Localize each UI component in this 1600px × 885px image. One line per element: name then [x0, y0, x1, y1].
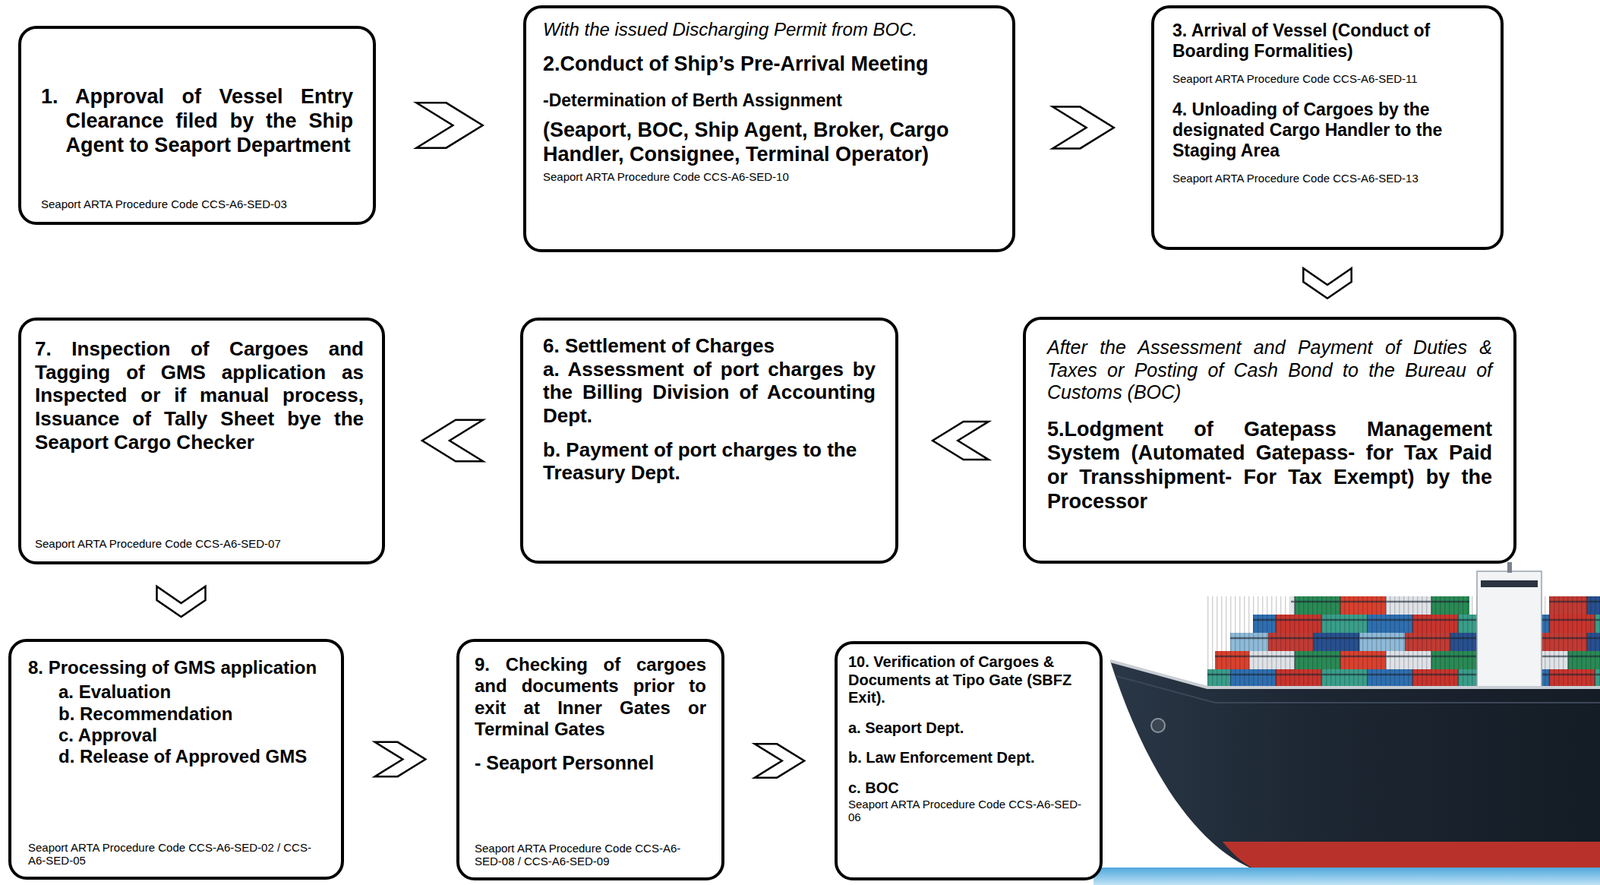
procedure-code: Seaport ARTA Procedure Code CCS-A6-SED-1…: [542, 170, 996, 184]
flow-chevron: [416, 102, 483, 148]
flow-chevron: [932, 421, 989, 460]
step-text: 10. Verification of Cargoes & Documents …: [848, 653, 1089, 707]
step-text: b. Payment of port charges to the Treasu…: [542, 438, 876, 485]
flow-chevron: [1052, 107, 1115, 149]
step-text: 9. Checking of cargoes and documents pri…: [474, 653, 707, 740]
process-box: 10. Verification of Cargoes & Documents …: [834, 640, 1103, 881]
step-text: c. Approval: [28, 724, 325, 746]
procedure-code: Seaport ARTA Procedure Code CCS-A6-SED-0…: [41, 197, 354, 212]
step-text: (Seaport, BOC, Ship Agent, Broker, Cargo…: [542, 118, 996, 168]
procedure-code: Seaport ARTA Procedure Code CCS-A6-SED-0…: [28, 840, 325, 868]
step-text: 3. Arrival of Vessel (Conduct of Boardin…: [1172, 20, 1483, 62]
procedure-code: Seaport ARTA Procedure Code CCS-A6-SED-0…: [34, 536, 364, 551]
step-text: 7. Inspection of Cargoes and Tagging of …: [34, 337, 364, 454]
condition-note: After the Assessment and Payment of Duti…: [1047, 336, 1493, 404]
process-box: 6. Settlement of Chargesa. Assessment of…: [520, 317, 899, 564]
step-text: 1. Approval of Vessel Entry Clearance fi…: [41, 85, 354, 158]
step-text: a. Seaport Dept.: [848, 719, 1089, 738]
flow-chevron: [422, 419, 483, 461]
step-text: 8. Processing of GMS application: [28, 656, 325, 679]
step-text: - Seaport Personnel: [474, 751, 707, 775]
procedure-code: Seaport ARTA Procedure Code CCS-A6-SED-0…: [474, 841, 707, 868]
process-box: 9. Checking of cargoes and documents pri…: [456, 638, 725, 881]
step-text: 4. Unloading of Cargoes by the designate…: [1172, 99, 1483, 161]
step-text: -Determination of Berth Assignment: [542, 90, 996, 111]
procedure-code: Seaport ARTA Procedure Code CCS-A6-SED-0…: [848, 797, 1089, 824]
process-box: 8. Processing of GMS applicationa. Evalu…: [8, 638, 344, 880]
step-text: 6. Settlement of Charges: [542, 334, 876, 358]
procedure-code: Seaport ARTA Procedure Code CCS-A6-SED-1…: [1172, 72, 1483, 86]
process-box: 1. Approval of Vessel Entry Clearance fi…: [18, 25, 376, 225]
step-text: d. Release of Approved GMS: [28, 745, 325, 767]
step-text: b. Recommendation: [28, 703, 325, 725]
step-text: c. BOC: [848, 779, 1089, 798]
process-box: With the issued Discharging Permit from …: [523, 5, 1016, 253]
condition-note: With the issued Discharging Permit from …: [542, 18, 996, 41]
procedure-code: Seaport ARTA Procedure Code CCS-A6-SED-1…: [1172, 171, 1483, 186]
step-text: b. Law Enforcement Dept.: [848, 748, 1089, 767]
process-box: 7. Inspection of Cargoes and Tagging of …: [18, 317, 386, 565]
step-text: 2.Conduct of Ship’s Pre-Arrival Meeting: [542, 52, 996, 77]
flow-chevron: [1303, 268, 1351, 299]
flow-chevron: [157, 586, 206, 617]
flow-chevron: [375, 741, 427, 777]
step-text: a. Evaluation: [28, 681, 325, 703]
step-text: 5.Lodgment of Gatepass Management System…: [1047, 417, 1493, 515]
step-text: a. Assessment of port charges by the Bil…: [542, 357, 876, 428]
process-box: After the Assessment and Payment of Duti…: [1022, 316, 1517, 564]
flow-chevron: [754, 743, 805, 777]
process-box: 3. Arrival of Vessel (Conduct of Boardin…: [1151, 5, 1504, 250]
